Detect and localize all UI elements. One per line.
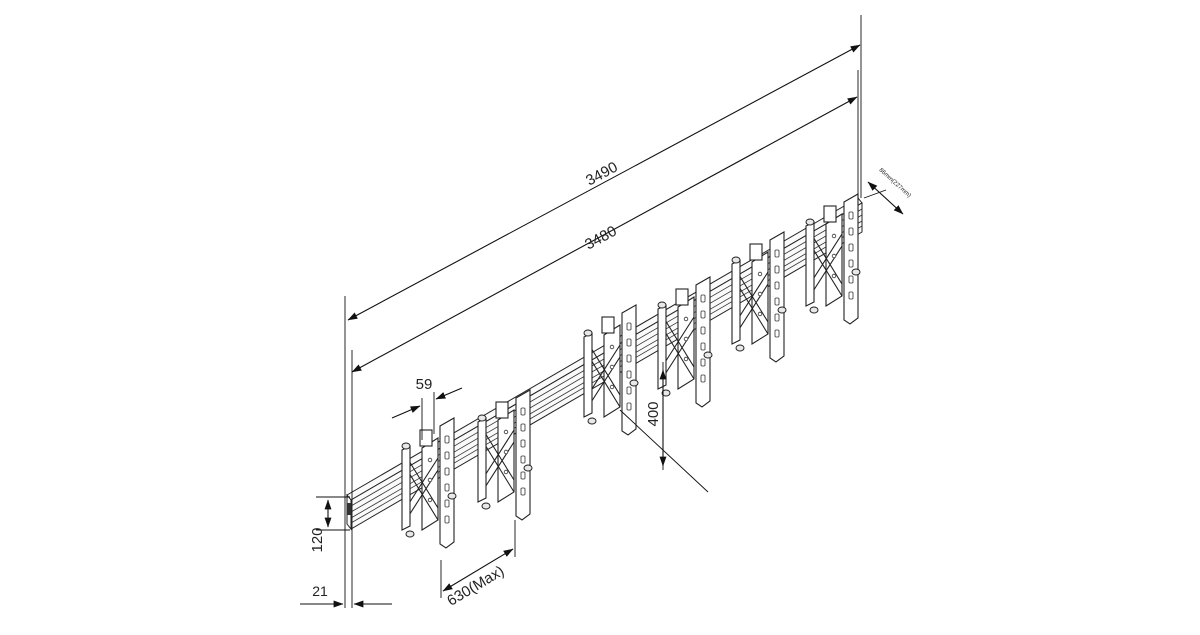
dimension-21: 21 — [300, 583, 392, 608]
dimension-depth: 86mm(227mm) — [863, 167, 912, 215]
bracket — [401, 417, 457, 549]
dimension-59: 59 — [391, 376, 463, 440]
bracket — [805, 193, 861, 325]
bracket — [657, 276, 713, 408]
dim-bracket-spacing-label: 630(Max) — [444, 563, 507, 610]
dimension-400: 400 — [619, 362, 709, 493]
dim-rail-height-label: 120 — [309, 527, 326, 552]
dim-depth-label: 86mm(227mm) — [878, 167, 912, 199]
dimension-120: 120 — [309, 496, 350, 553]
bracket — [731, 231, 787, 363]
dim-overall-length-label: 3490 — [583, 159, 620, 190]
dim-bracket-width-label: 59 — [416, 376, 433, 393]
dim-end-offset-label: 21 — [312, 583, 328, 599]
bracket — [477, 389, 533, 521]
dim-vertical-height-label: 400 — [645, 401, 662, 426]
bracket — [583, 304, 639, 436]
dim-rail-length-label: 3480 — [582, 223, 619, 254]
